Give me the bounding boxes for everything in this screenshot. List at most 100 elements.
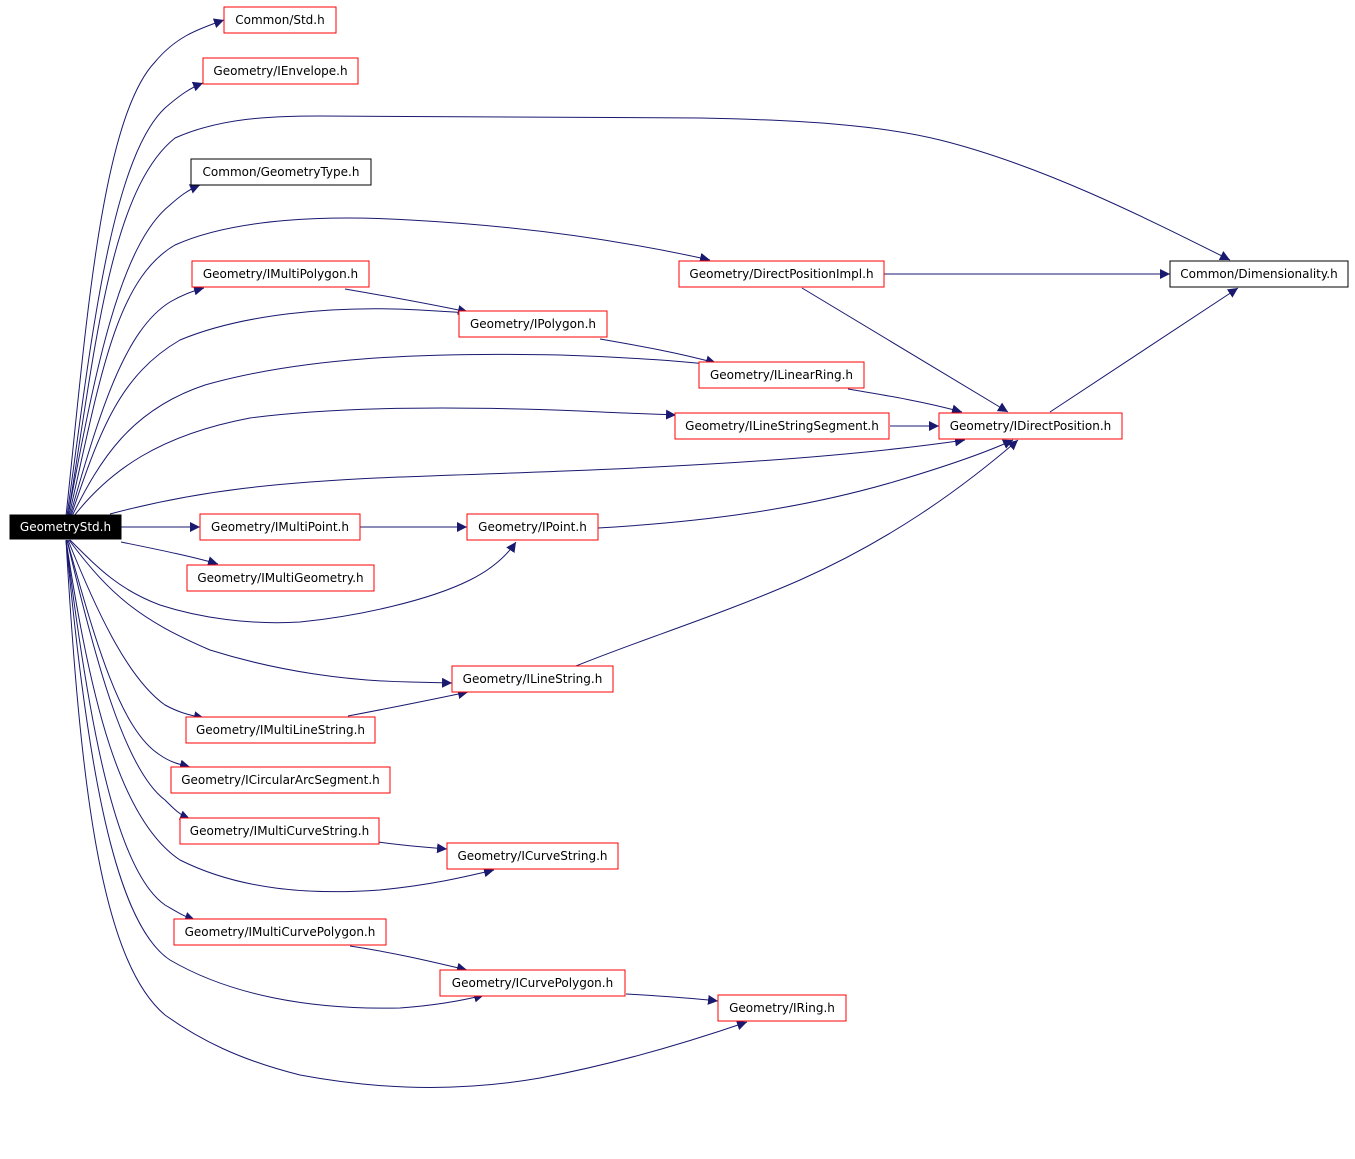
node-ipolygon[interactable]: Geometry/IPolygon.h [458,310,608,338]
edge-root-to-ienvelope [66,81,204,517]
node-box [202,57,359,85]
node-label: Geometry/IDirectPosition.h [950,419,1112,433]
node-label: Geometry/IMultiCurveString.h [190,824,369,838]
node-box [179,817,380,845]
edge-root-to-std [65,18,225,517]
node-box [439,969,626,997]
edge-ipoint-to-idirectposition [597,439,1014,529]
node-box [185,716,376,744]
node-directpositionimpl[interactable]: Geometry/DirectPositionImpl.h [678,260,885,288]
node-label: GeometryStd.h [20,520,111,534]
node-geometrystd[interactable]: GeometryStd.h [9,514,122,540]
node-icirculararcsegment[interactable]: Geometry/ICircularArcSegment.h [170,766,391,794]
node-box [678,260,885,288]
node-label: Geometry/IMultiGeometry.h [197,571,363,585]
node-label: Geometry/ICircularArcSegment.h [181,773,380,787]
node-label: Geometry/IMultiLineString.h [196,723,365,737]
edge-layer [65,18,1239,1088]
node-box [190,158,372,186]
node-imultilinestring[interactable]: Geometry/IMultiLineString.h [185,716,376,744]
node-box [446,842,619,870]
node-box [451,665,614,693]
node-ilinearring[interactable]: Geometry/ILinearRing.h [698,361,865,389]
edge-root-to-directposimpl [68,217,711,517]
edge-root-to-ilinestringsegment [73,407,677,517]
node-box [173,918,387,946]
node-box [191,260,370,288]
node-box [466,513,599,541]
node-label: Geometry/IMultiPolygon.h [203,267,358,281]
edge-imultilinestring-to-ilinestring [347,689,469,717]
node-box [170,766,391,794]
edge-root-to-imulticurvestring [66,539,191,820]
node-box [1169,260,1349,288]
edge-directposimpl-to-idirectposition [801,287,1009,413]
node-imultipoint[interactable]: Geometry/IMultiPoint.h [199,513,361,541]
edge-ilinearring-to-idirectposition [847,388,963,415]
node-label: Common/GeometryType.h [203,165,360,179]
node-box [186,564,375,592]
edge-ilinestring-to-idirectposition [575,439,1019,667]
node-label: Geometry/IPolygon.h [470,317,596,331]
edge-root-to-idirectposition [109,436,966,515]
edge-root-to-icirculararc [66,539,191,770]
node-icurvestring[interactable]: Geometry/ICurveString.h [446,842,619,870]
edge-root-to-ipolygon [70,307,471,517]
edge-root-to-ipoint [69,539,517,624]
node-label: Geometry/ILineString.h [463,672,603,686]
node-label: Geometry/ILineStringSegment.h [685,419,879,433]
edge-root-to-imulticurvepolygon [65,539,196,922]
node-icurvepolygon[interactable]: Geometry/ICurvePolygon.h [439,969,626,997]
edge-imulticurvestring-to-icurvestring [377,841,448,854]
edge-idirectposition-to-dimensionality [1049,287,1239,413]
edge-root-to-ilinestring [68,539,453,688]
node-dimensionality[interactable]: Common/Dimensionality.h [1169,260,1349,288]
node-label: Geometry/IMultiCurvePolygon.h [185,925,376,939]
node-common-std[interactable]: Common/Std.h [223,6,337,34]
node-label: Common/Std.h [235,13,324,27]
node-label: Geometry/IPoint.h [478,520,587,534]
node-label: Geometry/ICurvePolygon.h [452,976,613,990]
node-box [938,412,1123,440]
node-imultipolygon[interactable]: Geometry/IMultiPolygon.h [191,260,370,288]
node-label: Geometry/IEnvelope.h [213,64,347,78]
node-ienvelope[interactable]: Geometry/IEnvelope.h [202,57,359,85]
edge-root-to-icurvepolygon [65,539,485,1009]
node-box [717,994,847,1022]
node-layer: GeometryStd.h Common/Std.h Geometry/IEnv… [9,6,1349,1022]
node-label: Geometry/ICurveString.h [457,849,607,863]
node-box [199,513,361,541]
node-label: Geometry/DirectPositionImpl.h [689,267,873,281]
node-imulticurvepolygon[interactable]: Geometry/IMultiCurvePolygon.h [173,918,387,946]
edge-root-to-imultipolygon [69,285,205,517]
node-box [458,310,608,338]
edge-root-to-geomtype [67,184,201,517]
edge-root-to-iring [65,539,748,1088]
node-geometrytype[interactable]: Common/GeometryType.h [190,158,372,186]
edge-root-to-dimensionality [67,115,1231,517]
edge-imultipolygon-to-ipolygon [344,288,469,315]
node-box [674,412,890,440]
node-ipoint[interactable]: Geometry/IPoint.h [466,513,599,541]
node-imulticurvestring[interactable]: Geometry/IMultiCurveString.h [179,817,380,845]
node-box [9,514,122,540]
edge-root-to-icurvestring [65,539,495,893]
edge-root-to-ilinearring [71,353,717,517]
node-box [698,361,865,389]
edge-imulticurvepolygon-to-icurvepolygon [349,945,468,973]
edge-root-to-imultigeometry [120,541,219,567]
edge-icurvepolygon-to-iring [625,993,719,1005]
node-label: Geometry/IRing.h [729,1001,835,1015]
node-box [223,6,337,34]
node-ilinestringsegment[interactable]: Geometry/ILineStringSegment.h [674,412,890,440]
node-idirectposition[interactable]: Geometry/IDirectPosition.h [938,412,1123,440]
node-imultigeometry[interactable]: Geometry/IMultiGeometry.h [186,564,375,592]
node-label: Common/Dimensionality.h [1180,267,1337,281]
node-label: Geometry/IMultiPoint.h [211,520,349,534]
edge-ipolygon-to-ilinearring [599,338,717,366]
node-iring[interactable]: Geometry/IRing.h [717,994,847,1022]
node-ilinestring[interactable]: Geometry/ILineString.h [451,665,614,693]
node-label: Geometry/ILinearRing.h [710,368,853,382]
edge-root-to-imultilinestring [67,539,205,722]
